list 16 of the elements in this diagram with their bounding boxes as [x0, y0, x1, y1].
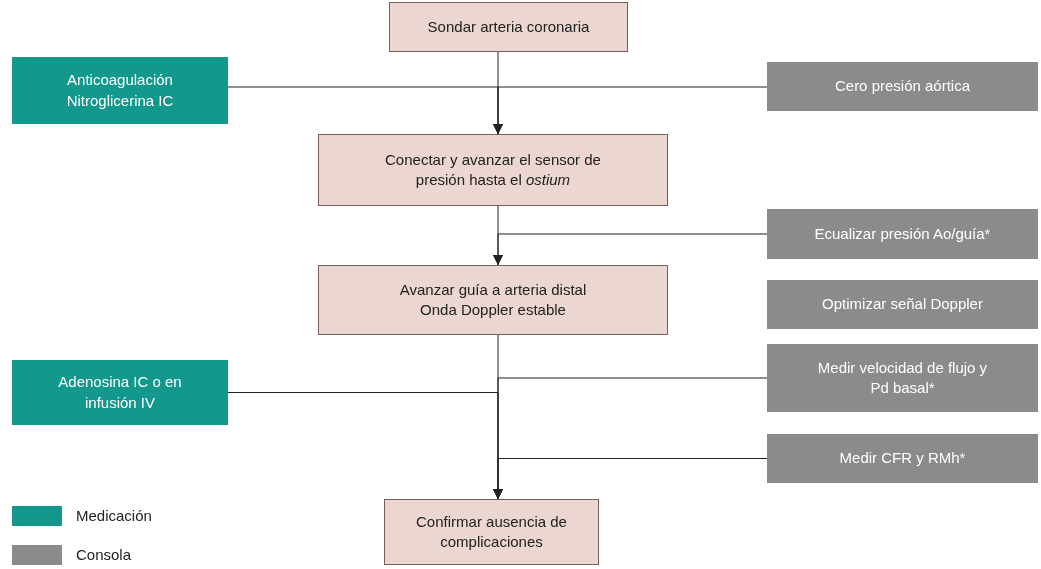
- medication-box: Adenosina IC o en infusión IV: [12, 360, 228, 425]
- console-box: Medir CFR y RMh*: [767, 434, 1038, 483]
- medication-box: Anticoagulación Nitroglicerina IC: [12, 57, 228, 124]
- console-box: Ecualizar presión Ao/guía*: [767, 209, 1038, 259]
- process-box: Confirmar ausencia de complicaciones: [384, 499, 599, 565]
- connector-arrow: [493, 86, 768, 135]
- connector-arrow: [493, 233, 768, 266]
- console-box: Cero presión aórtica: [767, 62, 1038, 111]
- legend-label: Consola: [76, 546, 132, 563]
- connector-arrow: [493, 458, 768, 500]
- process-box: Avanzar guía a arteria distal Onda Doppler estable: [318, 265, 668, 335]
- legend-label: Medicación: [76, 507, 152, 524]
- process-box: Conectar y avanzar el sensor de presión hasta el ostium: [318, 134, 668, 206]
- process-box: Sondar arteria coronaria: [389, 2, 628, 52]
- console-box: Medir velocidad de flujo y Pd basal*: [767, 344, 1038, 412]
- console-box: Optimizar señal Doppler: [767, 280, 1038, 329]
